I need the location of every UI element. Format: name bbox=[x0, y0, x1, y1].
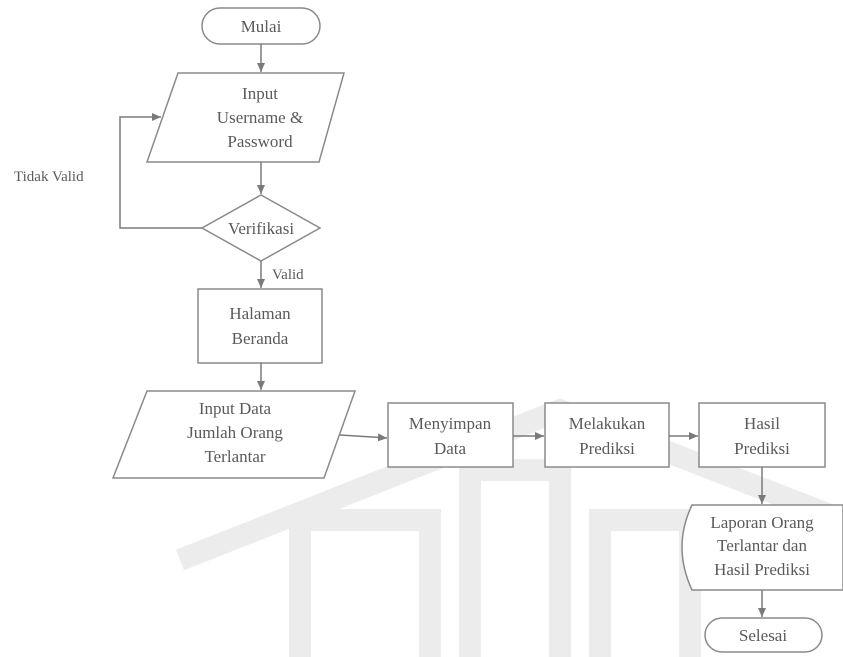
input-data-node bbox=[111, 390, 357, 479]
start-label: Mulai bbox=[241, 17, 282, 36]
save-data-line2: Data bbox=[434, 439, 467, 458]
report-line3: Hasil Prediksi bbox=[714, 560, 810, 579]
home-line2: Beranda bbox=[232, 329, 289, 348]
input-data-line2: Jumlah Orang bbox=[187, 423, 283, 442]
result-line2: Prediksi bbox=[734, 439, 790, 458]
result-line1: Hasil bbox=[744, 414, 780, 433]
valid-label: Valid bbox=[272, 267, 304, 283]
input-data-line1: Input Data bbox=[199, 399, 272, 418]
end-terminator bbox=[704, 617, 823, 653]
arrow-input-data-to-save bbox=[339, 433, 388, 442]
input-data-line3: Terlantar bbox=[204, 447, 265, 466]
result-process bbox=[698, 402, 826, 468]
invalid-label: Tidak Valid bbox=[14, 169, 84, 185]
input-login-line3: Password bbox=[227, 132, 293, 151]
end-label: Selesai bbox=[739, 626, 787, 645]
home-line1: Halaman bbox=[229, 304, 291, 323]
input-login-node bbox=[145, 72, 345, 163]
predict-line2: Prediksi bbox=[579, 439, 635, 458]
arrow-invalid-loop bbox=[119, 113, 202, 229]
input-login-line1: Input bbox=[242, 84, 278, 103]
report-output bbox=[681, 504, 843, 591]
verify-label: Verifikasi bbox=[228, 219, 294, 238]
report-line2: Terlantar dan bbox=[717, 536, 807, 555]
predict-line1: Melakukan bbox=[569, 414, 646, 433]
predict-process bbox=[544, 402, 670, 468]
home-process bbox=[197, 288, 323, 364]
input-login-line2: Username & bbox=[217, 108, 303, 127]
report-line1: Laporan Orang bbox=[710, 513, 814, 532]
save-data-line1: Menyimpan bbox=[409, 414, 492, 433]
save-data-process bbox=[387, 402, 514, 468]
